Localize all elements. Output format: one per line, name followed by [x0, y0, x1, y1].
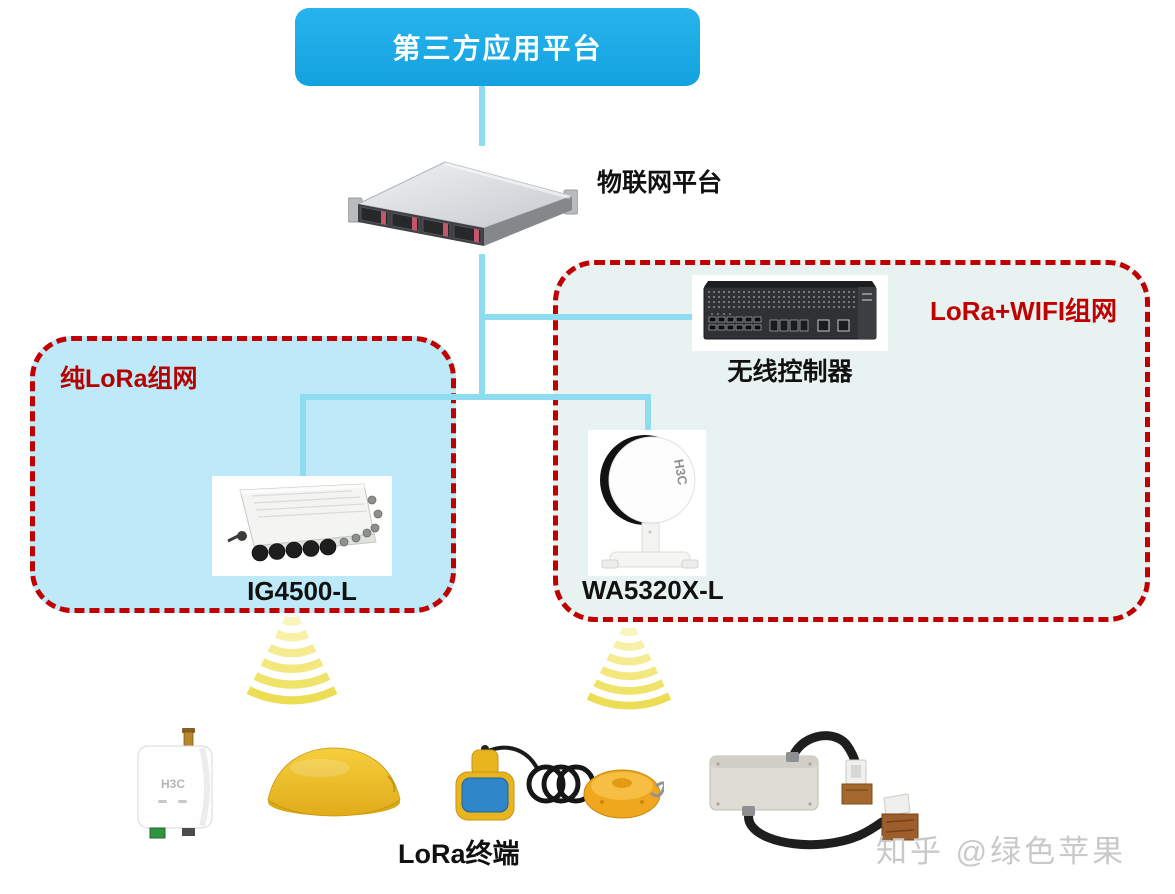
iot-server-image [348, 146, 578, 254]
third-party-platform-label: 第三方应用平台 [392, 33, 603, 64]
wireless-controller-label: 无线控制器 [727, 358, 853, 386]
pure-lora-group-title: 纯LoRa组网 [60, 365, 198, 393]
connector-line-to-gateway [300, 394, 306, 482]
ap-logo-text: H3C [671, 458, 690, 487]
watermark: 知乎 @绿色苹果 [876, 834, 1127, 869]
wireless-controller-image [692, 275, 888, 351]
clamp-sensor-terminal-image [694, 720, 936, 858]
lora-gateway-label: IG4500-L [247, 576, 357, 606]
module-logo-text: H3C [161, 777, 185, 791]
wifi-ap-image: H3C [588, 430, 706, 576]
lora-gateway-image [212, 476, 392, 576]
dome-sensor-terminal-image [260, 740, 408, 824]
lora-module-terminal-image: H3C [128, 726, 222, 840]
lora-terminals-label: LoRa终端 [398, 839, 520, 869]
iot-platform-label: 物联网平台 [597, 169, 723, 197]
signal-waves-icon [226, 603, 358, 723]
third-party-platform-box: 第三方应用平台 [295, 8, 700, 86]
connector-line-to-ap [645, 394, 651, 442]
wifi-ap-label: WA5320X-L [582, 575, 724, 605]
float-sensor-terminal-image [446, 740, 664, 832]
connector-line-to-controller [479, 314, 701, 320]
lora-wifi-group-title: LoRa+WIFI组网 [930, 296, 1118, 326]
signal-waves-icon [563, 614, 695, 727]
connector-line-horizontal-branch [300, 394, 651, 400]
